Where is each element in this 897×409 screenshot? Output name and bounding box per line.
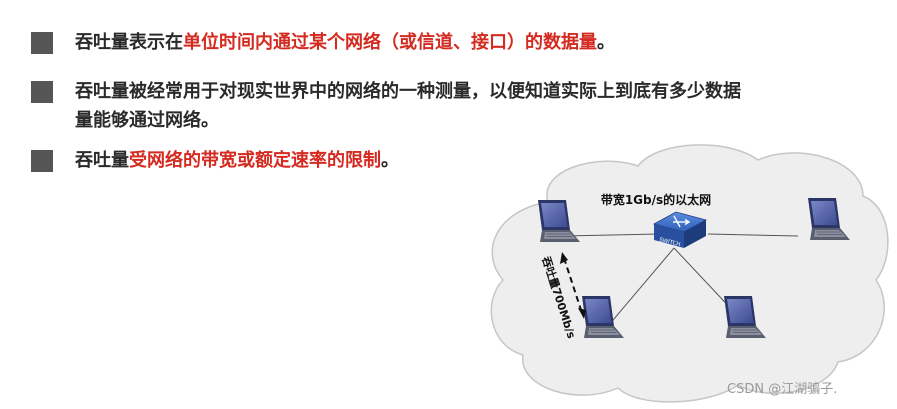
switch-icon [652,211,708,248]
switch-label: SWITCH [659,237,681,248]
point-3-highlight: 受网络的带宽或额定速率的限制 [129,150,381,171]
point-3-post: 。 [381,150,399,171]
bullet-marker-1 [31,32,53,54]
csdn-watermark: CSDN @江湖骗子. [727,382,838,397]
point-1-post: 。 [597,32,615,53]
network-diagram: SWITCH 带宽1Gb/s的以太网 吞吐量700Mb/s [490,144,889,403]
point-1: 吞吐量表示在单位时间内通过某个网络（或信道、接口）的数据量。 [75,28,615,58]
point-1-highlight: 单位时间内通过某个网络（或信道、接口）的数据量 [183,32,597,53]
ethernet-bandwidth-label: 带宽1Gb/s的以太网 [601,192,711,207]
bullet-marker-3 [31,150,53,172]
point-2-line-2: 量能够通过网络。 [75,110,219,131]
point-3-pre: 吞吐量 [75,150,129,171]
point-1-pre: 吞吐量表示在 [75,32,183,53]
point-3: 吞吐量受网络的带宽或额定速率的限制。 [75,146,399,176]
point-2-line-1: 吞吐量被经常用于对现实世界中的网络的一种测量，以便知道实际上到底有多少数据 [75,81,741,102]
bullet-marker-2 [31,81,53,103]
